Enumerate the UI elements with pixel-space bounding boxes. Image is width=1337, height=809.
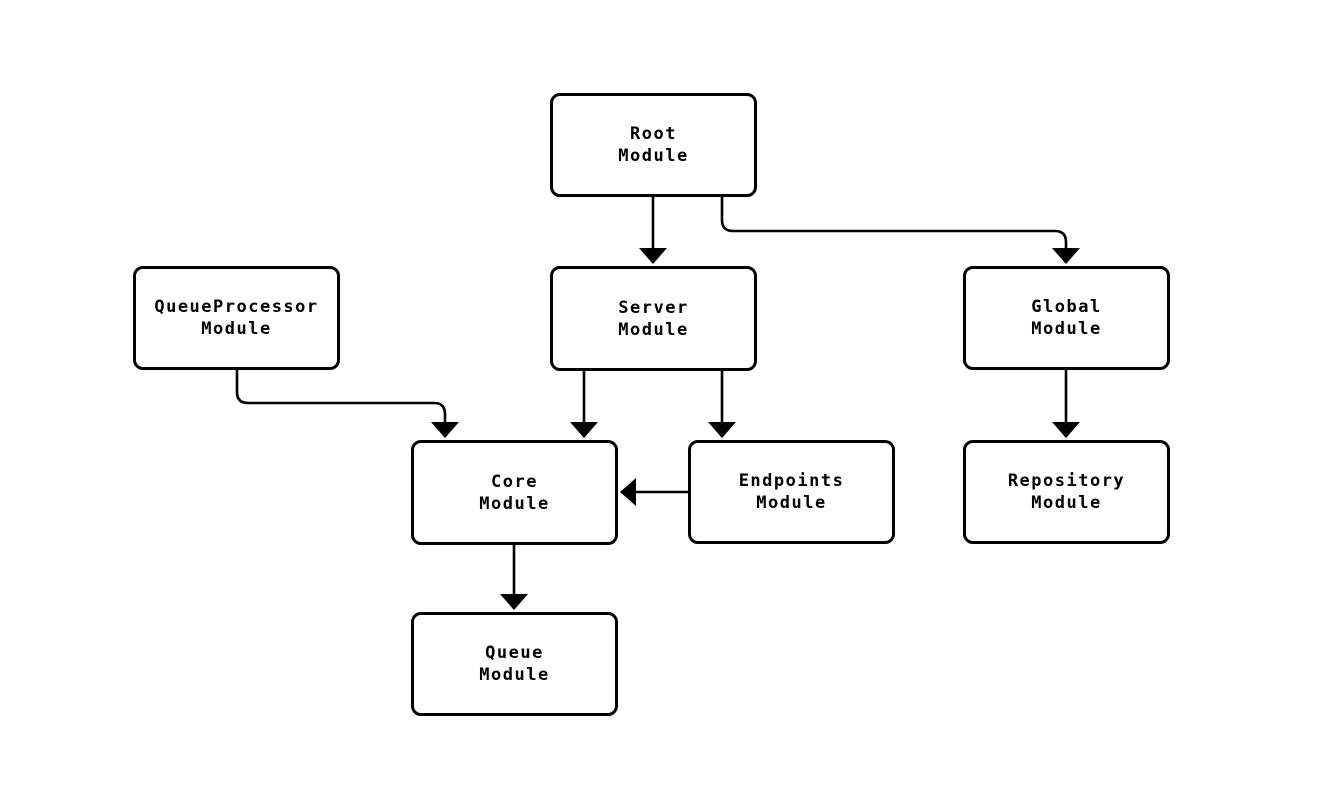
node-label-line: Module — [1031, 319, 1102, 339]
node-label-line: Endpoints — [738, 471, 845, 491]
node-label-line: Server — [618, 297, 689, 318]
node-label-line: QueueProcessor — [154, 297, 319, 317]
node-label-line: Queue — [485, 643, 544, 663]
node-label-line: Core — [491, 471, 538, 492]
node-label-line: Module — [201, 319, 272, 339]
node-label-line: Module — [618, 146, 689, 166]
node-label-line: Global — [1031, 297, 1102, 317]
edge-queueprocessor-to-core — [235, 370, 459, 438]
edge-root-to-global — [720, 197, 1080, 264]
node-label-line: Module — [618, 319, 689, 340]
node-label-line: Module — [479, 493, 550, 514]
node-label-line: Module — [479, 665, 550, 685]
node-label-line: Repository — [1007, 471, 1126, 491]
node-label-line: Root — [630, 124, 677, 144]
node-label-line: Module — [756, 493, 827, 513]
node-label-line: Module — [1031, 493, 1102, 513]
